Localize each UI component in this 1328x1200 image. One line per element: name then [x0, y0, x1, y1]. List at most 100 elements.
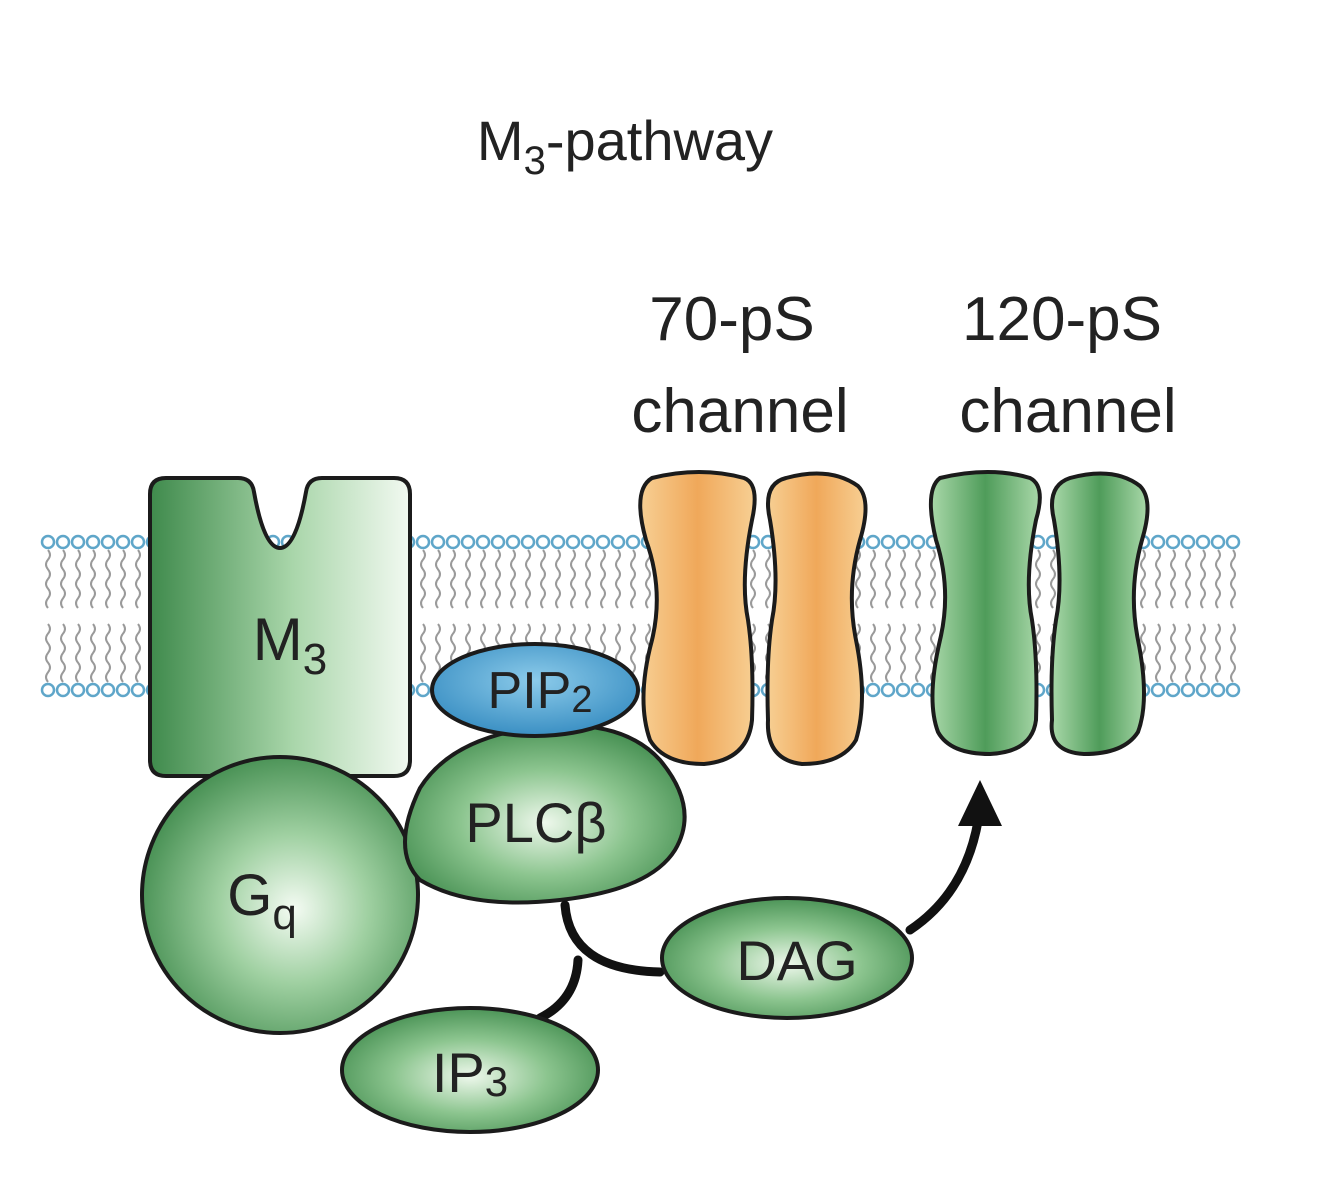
lipid-head — [1225, 682, 1241, 698]
lipid-head — [520, 534, 536, 550]
lipid-head — [55, 534, 71, 550]
dag-label: DAG — [736, 929, 857, 992]
lipid-head — [445, 534, 461, 550]
lipid-tail — [1170, 623, 1176, 683]
plcb-label: PLCβ — [465, 791, 606, 854]
lipid-head — [1150, 682, 1166, 698]
lipid-head — [130, 682, 146, 698]
lipid-head — [1150, 534, 1166, 550]
lipid-head — [85, 534, 101, 550]
title-sub: 3 — [524, 139, 546, 183]
lipid-tail — [1230, 623, 1236, 683]
lipid-head — [595, 534, 611, 550]
lipid-head — [610, 534, 626, 550]
lipid-head — [1165, 534, 1181, 550]
lipid-tail — [870, 549, 876, 609]
lipid-head — [1195, 682, 1211, 698]
lipid-tail — [630, 623, 636, 683]
lipid-tail — [915, 549, 921, 609]
lipid-head — [1165, 682, 1181, 698]
lipid-tail — [630, 549, 636, 609]
lipid-head — [565, 534, 581, 550]
pip2-shape — [430, 642, 640, 738]
lipid-head — [1210, 682, 1226, 698]
lipid-tail — [885, 549, 891, 609]
dag-shape — [660, 896, 914, 1020]
branch-to-ip3-line — [535, 955, 583, 1023]
lipid-head — [40, 682, 56, 698]
title-main: M — [477, 109, 524, 172]
lipid-head — [880, 534, 896, 550]
lipid-head — [55, 682, 71, 698]
lipid-tail — [1155, 623, 1161, 683]
lipid-head — [1180, 682, 1196, 698]
channel-70-label-line1: 70-pS — [649, 285, 814, 354]
lipid-head — [100, 534, 116, 550]
lipid-tail — [1050, 549, 1056, 609]
lipid-tail — [1230, 549, 1236, 609]
lipid-tail — [480, 549, 486, 609]
pip2-label: PIP2 — [488, 662, 593, 721]
lipid-head — [70, 682, 86, 698]
lipid-head — [880, 682, 896, 698]
ip3-label: IP3 — [432, 1041, 508, 1105]
lipid-tail — [135, 623, 141, 683]
lipid-head — [865, 534, 881, 550]
lipid-tail — [615, 549, 621, 609]
ip3-shape — [340, 1006, 600, 1134]
lipid-tail — [855, 549, 861, 609]
gq-label: Gq — [227, 863, 297, 939]
lipid-tail — [90, 549, 96, 609]
channel-70-subunit-right — [765, 471, 868, 767]
gq-protein-shape — [140, 755, 420, 1035]
lipid-tail — [45, 623, 51, 683]
lipid-tail — [75, 549, 81, 609]
diagram-title: M3-pathway — [477, 109, 773, 183]
lipid-head — [550, 534, 566, 550]
lipid-tail — [1035, 549, 1041, 609]
lipid-tail — [510, 549, 516, 609]
lipid-head — [580, 534, 596, 550]
lipid-head — [430, 534, 446, 550]
channel-70-label-line2: channel — [631, 377, 848, 446]
lipid-tail — [60, 549, 66, 609]
lipid-tail — [870, 623, 876, 683]
channel-120-subunit-left — [928, 470, 1042, 757]
lipid-tail — [885, 623, 891, 683]
lipid-tail — [555, 549, 561, 609]
channel-120-label-line1: 120-pS — [962, 285, 1162, 354]
lipid-tail — [1185, 623, 1191, 683]
lipid-tail — [1185, 549, 1191, 609]
lipid-head — [475, 534, 491, 550]
lipid-head — [85, 682, 101, 698]
m3-label: M3 — [253, 606, 327, 684]
channel-70-subunit-left — [638, 470, 757, 767]
lipid-tail — [900, 549, 906, 609]
lipid-tail — [135, 549, 141, 609]
lipid-tail — [435, 549, 441, 609]
lipid-tail — [1140, 549, 1146, 609]
lipid-tail — [75, 623, 81, 683]
lipid-tail — [60, 623, 66, 683]
lipid-head — [505, 534, 521, 550]
lipid-head — [100, 682, 116, 698]
lipid-tail — [585, 549, 591, 609]
lipid-tail — [1215, 549, 1221, 609]
lipid-tail — [120, 623, 126, 683]
lipid-head — [865, 682, 881, 698]
lipid-tail — [645, 549, 651, 609]
lipid-tail — [90, 623, 96, 683]
lipid-tail — [105, 549, 111, 609]
dag-to-channel-arrow — [905, 803, 985, 935]
lipid-head — [1225, 534, 1241, 550]
lipid-tail — [420, 623, 426, 683]
lipid-head — [130, 534, 146, 550]
lipid-tail — [1155, 549, 1161, 609]
lipid-tail — [1215, 623, 1221, 683]
lipid-tail — [45, 549, 51, 609]
lipid-tail — [900, 623, 906, 683]
lipid-head — [910, 534, 926, 550]
m3-receptor-shape — [148, 476, 412, 778]
lipid-tail — [1200, 623, 1206, 683]
